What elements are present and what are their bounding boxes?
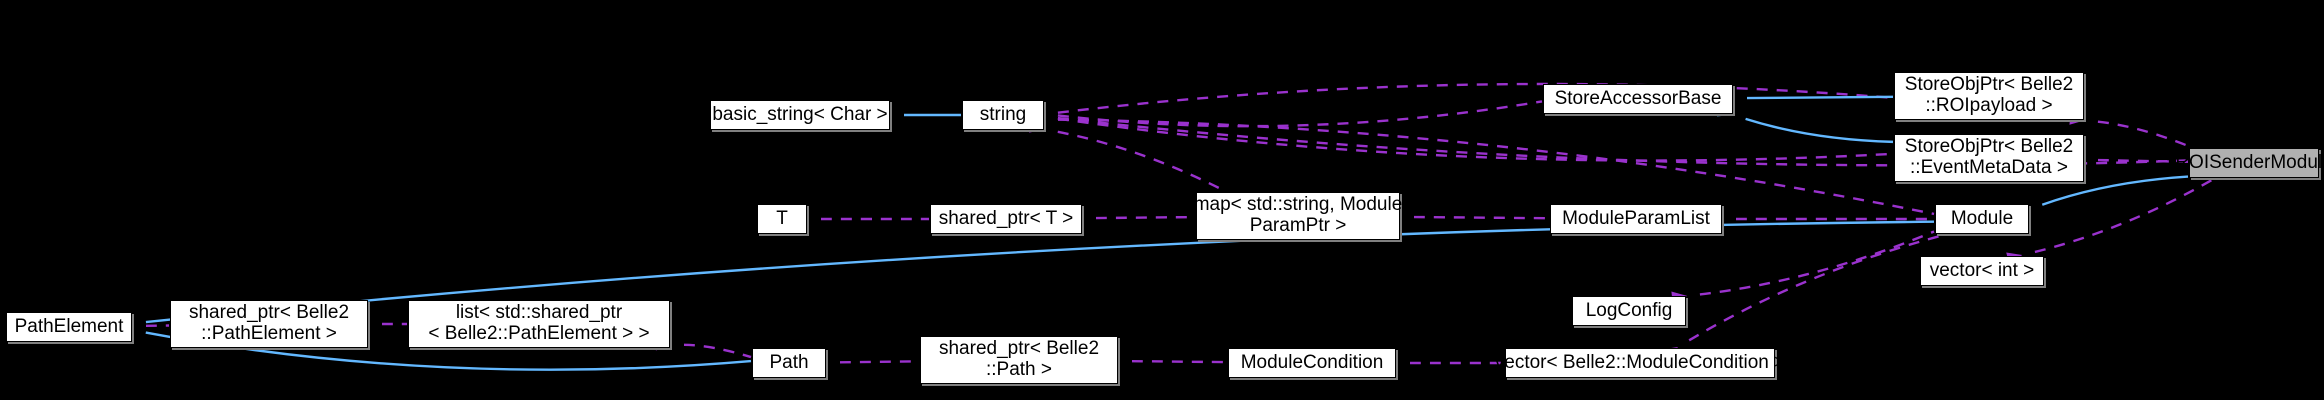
class-node-t[interactable]: T <box>757 204 807 234</box>
edge-usage-string-to-map_modparam <box>1057 130 1226 193</box>
class-node-label: shared_ptr< T > <box>938 207 1074 229</box>
class-node-label: ModuleCondition <box>1240 351 1384 373</box>
class-node-string[interactable]: string <box>962 100 1044 130</box>
edge-usage-list_sp_pe-to-path <box>683 343 752 359</box>
class-node-sp_t[interactable]: shared_ptr< T > <box>930 204 1082 234</box>
class-node-list_sp_pe[interactable]: list< std::shared_ptr < Belle2::PathElem… <box>408 300 670 348</box>
class-node-sop_eventmeta[interactable]: StoreObjPtr< Belle2 ::EventMetaData > <box>1894 134 2084 182</box>
edge-usage-vec_modcond-to-module <box>1688 233 1945 342</box>
class-node-basic_string[interactable]: basic_string< Char > <box>710 100 890 130</box>
edge-inheritance-storeaccessorbase-to-sop_eventmeta <box>1745 117 1894 144</box>
class-node-label: LogConfig <box>1585 299 1673 321</box>
class-node-roisendermodule[interactable]: ROISenderModule <box>2175 148 2324 178</box>
edge-usage-string-to-storeaccessorbase <box>1057 100 1543 128</box>
class-node-label: StoreAccessorBase <box>1554 87 1722 109</box>
class-node-label: shared_ptr< Belle2 ::Path > <box>938 338 1100 380</box>
class-node-sp_pathelement[interactable]: shared_ptr< Belle2 ::PathElement > <box>170 300 368 348</box>
class-node-label: Module <box>1950 207 2014 229</box>
class-node-label: vector< Belle2::ModuleCondition > <box>1494 351 1786 373</box>
class-node-label: PathElement <box>14 315 124 337</box>
class-node-module[interactable]: Module <box>1935 204 2029 234</box>
class-node-label: StoreObjPtr< Belle2 ::EventMetaData > <box>1904 136 2074 178</box>
edge-usage-vector_int-to-roisendermodule <box>2034 177 2215 254</box>
class-node-map_modparam[interactable]: map< std::string, Module ParamPtr > <box>1194 192 1402 240</box>
class-node-label: Path <box>769 351 809 373</box>
edge-usage-sp_t-to-map_modparam <box>1095 215 1196 220</box>
edge-usage-string-to-module <box>1057 118 1935 216</box>
edge-usage-path-to-sp_path <box>839 360 920 364</box>
edge-inheritance-module-to-roisendermodule <box>2041 175 2189 206</box>
class-node-path[interactable]: Path <box>752 348 826 378</box>
class-node-label: StoreObjPtr< Belle2 ::ROIpayload > <box>1904 74 2074 116</box>
class-node-label: vector< int > <box>1929 259 2035 281</box>
class-node-vector_int[interactable]: vector< int > <box>1920 256 2044 286</box>
class-node-label: string <box>979 103 1027 125</box>
class-node-logconfig[interactable]: LogConfig <box>1572 296 1686 326</box>
edge-usage-sop_eventmeta-to-roisendermodule <box>2097 158 2189 163</box>
class-node-sp_path[interactable]: shared_ptr< Belle2 ::Path > <box>920 336 1118 384</box>
class-node-label: list< std::shared_ptr < Belle2::PathElem… <box>428 302 650 344</box>
class-node-label: ModuleParamList <box>1562 207 1710 229</box>
edge-inheritance-storeaccessorbase-to-sop_roipayload <box>1746 95 1894 100</box>
class-node-label: map< std::string, Module ParamPtr > <box>1193 194 1403 236</box>
class-node-sop_roipayload[interactable]: StoreObjPtr< Belle2 ::ROIpayload > <box>1894 72 2084 120</box>
edge-usage-logconfig-to-module <box>1699 230 1935 296</box>
class-node-vec_modcond[interactable]: vector< Belle2::ModuleCondition > <box>1495 348 1785 378</box>
class-node-pathelement[interactable]: PathElement <box>6 312 132 342</box>
class-node-label: T <box>776 207 788 229</box>
class-node-label: shared_ptr< Belle2 ::PathElement > <box>188 302 350 344</box>
class-node-moduleparamlist[interactable]: ModuleParamList <box>1550 204 1722 234</box>
class-node-label: basic_string< Char > <box>712 103 888 125</box>
class-node-storeaccessorbase[interactable]: StoreAccessorBase <box>1543 84 1733 114</box>
class-node-modulecondition[interactable]: ModuleCondition <box>1228 348 1396 378</box>
class-node-label: ROISenderModule <box>2175 151 2324 173</box>
edge-usage-sp_path-to-modulecondition <box>1131 359 1228 364</box>
edge-usage-sop_roipayload-to-roisendermodule <box>2097 120 2192 149</box>
edge-usage-map_modparam-to-moduleparamlist <box>1413 215 1550 220</box>
